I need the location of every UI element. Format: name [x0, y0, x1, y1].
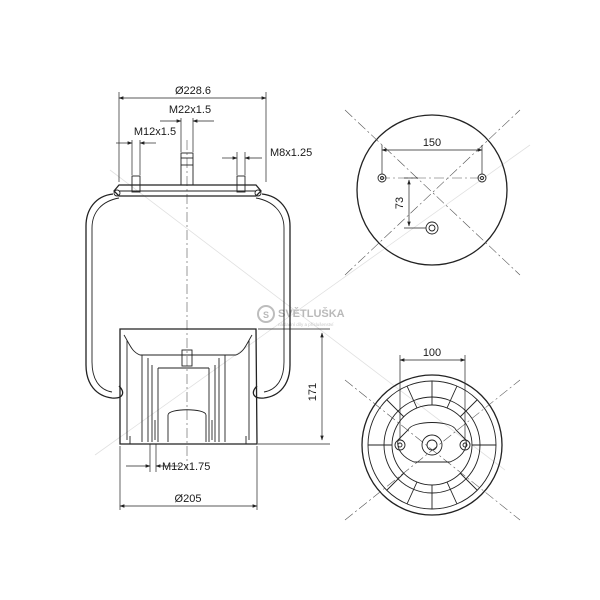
top-stud-thread-label: M22x1.5: [169, 104, 211, 116]
bottom-left-hole: [394, 439, 406, 451]
svg-text:S: S: [263, 310, 269, 320]
bottom-hub: [397, 422, 467, 463]
piston-height-label: 171: [307, 383, 319, 401]
bottom-ribs: [368, 381, 496, 509]
top-view: 150 73: [344, 109, 521, 276]
top-left-thread-label: M12x1.5: [134, 126, 176, 138]
dimension-top-left-thread: M12x1.5: [116, 126, 176, 175]
watermark-brand: SVĚTLUŠKA: [278, 307, 345, 320]
top-center-stud: [425, 221, 439, 235]
top-plate: [113, 184, 262, 197]
top-hole-offset-label: 73: [394, 197, 406, 209]
top-hole-spacing-label: 150: [423, 137, 441, 149]
rubber-bellow: [85, 193, 291, 399]
piston-diameter-label: Ø205: [175, 493, 202, 505]
dimension-top-stud-thread: M22x1.5: [160, 104, 214, 152]
left-small-stud: [131, 175, 141, 193]
dimension-outer-diameter: Ø228.6: [118, 85, 267, 182]
top-right-thread-label: M8x1.25: [270, 147, 312, 159]
watermark-logo-icon: [257, 305, 275, 323]
bottom-thread-label: M12x1.75: [162, 461, 210, 473]
right-small-stud: [236, 175, 246, 193]
dimension-piston-height: 171: [258, 328, 330, 445]
dimension-bottom-thread: M12x1.75: [126, 444, 210, 473]
dimension-top-hole-offset: 73: [394, 177, 426, 229]
bottom-hole-spacing-label: 100: [423, 347, 441, 359]
dimension-bottom-hole-spacing: 100: [399, 347, 466, 440]
dimension-piston-diameter: Ø205: [119, 446, 258, 510]
piston: [119, 328, 258, 445]
dimension-top-right-thread: M8x1.25: [222, 147, 312, 175]
outer-diameter-label: Ø228.6: [175, 85, 211, 97]
bottom-view: 100: [344, 347, 521, 521]
dimension-top-hole-spacing: 150: [381, 137, 483, 174]
watermark: S SVĚTLUŠKA nákladní díly a příslušenstv…: [94, 144, 531, 471]
watermark-tagline: nákladní díly a příslušenství: [278, 322, 334, 327]
side-view: Ø228.6 M22x1.5 M12x1.5 M8x1.25: [85, 85, 330, 510]
